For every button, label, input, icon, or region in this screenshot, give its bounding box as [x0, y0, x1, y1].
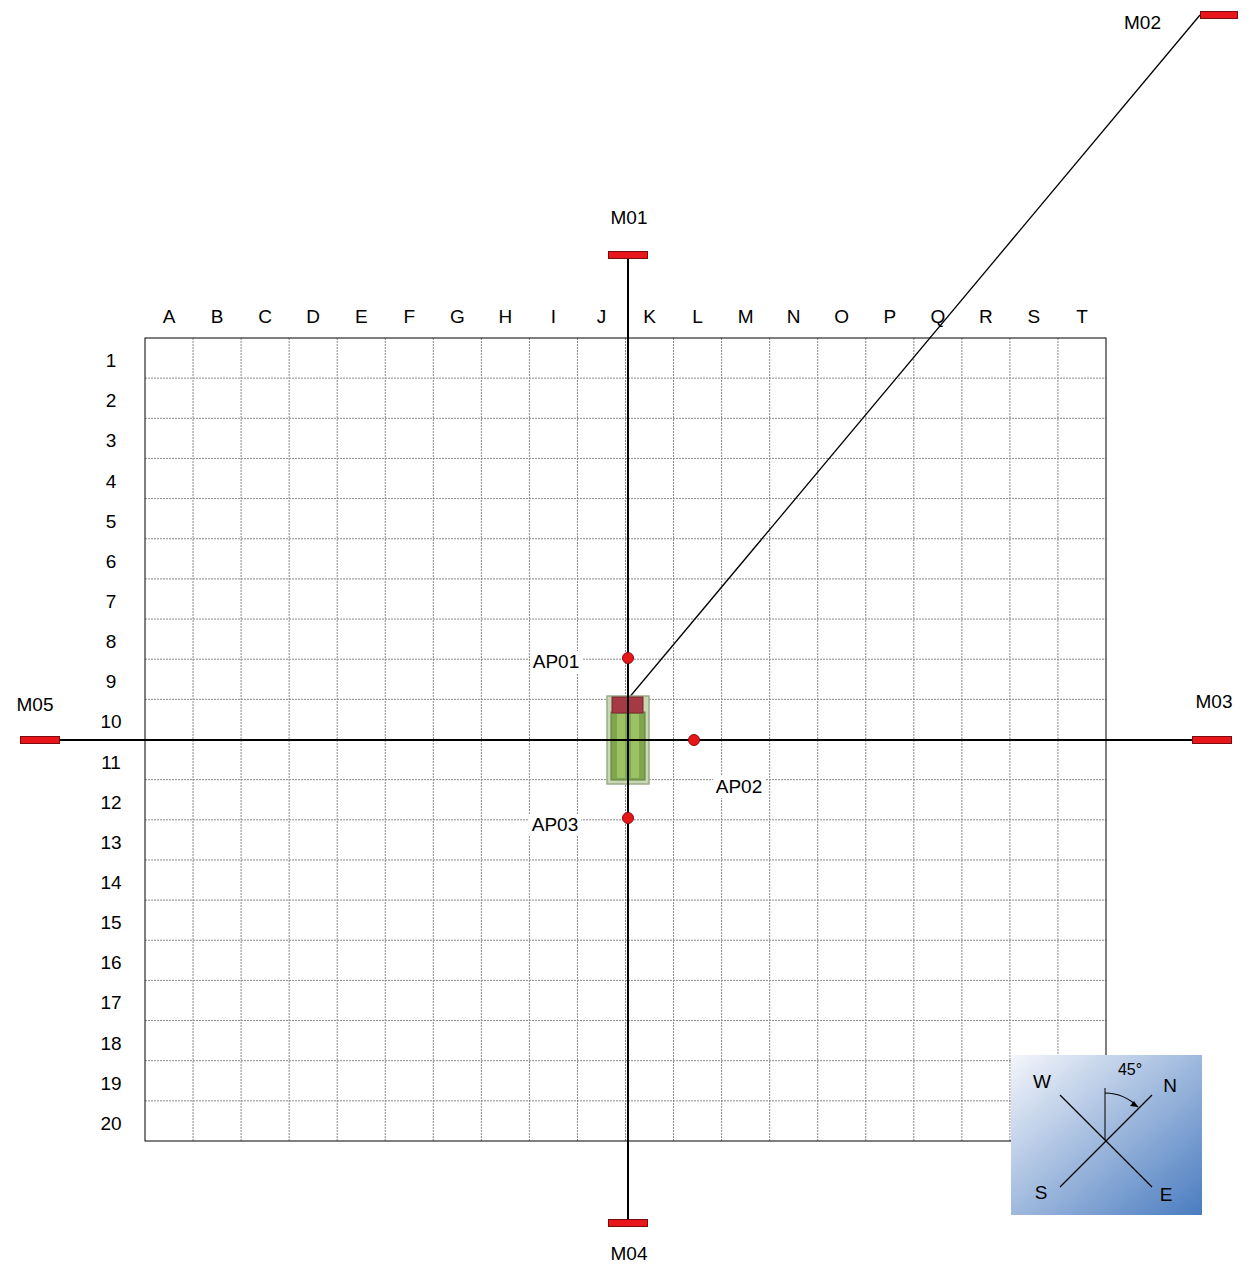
row-label: 4	[106, 471, 117, 493]
axis-line	[60, 740, 1192, 741]
row-label: 9	[106, 671, 117, 693]
marker-bar: M05	[20, 736, 60, 744]
column-label: L	[692, 306, 703, 328]
row-label: 12	[100, 792, 121, 814]
compass-label: 45°	[1118, 1061, 1142, 1079]
column-label: R	[979, 306, 993, 328]
compass-label: E	[1160, 1184, 1173, 1206]
access-point-dot: AP01	[622, 652, 634, 664]
marker-bar: M02	[1200, 11, 1238, 19]
marker-bar: M03	[1192, 736, 1232, 744]
column-label: H	[499, 306, 513, 328]
access-point-label: AP03	[529, 814, 581, 836]
column-label: Q	[930, 306, 945, 328]
column-label: N	[787, 306, 801, 328]
column-label: G	[450, 306, 465, 328]
row-label: 1	[106, 350, 117, 372]
marker-label: M05	[17, 694, 54, 716]
column-label: B	[211, 306, 224, 328]
column-label: S	[1028, 306, 1041, 328]
row-label: 13	[100, 832, 121, 854]
marker-bar: M04	[608, 1219, 648, 1227]
marker-label: M03	[1196, 691, 1233, 713]
row-label: 19	[100, 1073, 121, 1095]
column-label: M	[738, 306, 754, 328]
row-label: 16	[100, 952, 121, 974]
row-label: 14	[100, 872, 121, 894]
row-label: 6	[106, 551, 117, 573]
access-point-dot: AP03	[622, 812, 634, 824]
row-label: 10	[100, 711, 121, 733]
column-label: C	[258, 306, 272, 328]
marker-label: M02	[1124, 12, 1161, 34]
row-label: 17	[100, 992, 121, 1014]
column-label: D	[306, 306, 320, 328]
row-label: 20	[100, 1113, 121, 1135]
column-label: O	[834, 306, 849, 328]
column-label: K	[643, 306, 656, 328]
row-label: 8	[106, 631, 117, 653]
column-label: F	[403, 306, 415, 328]
row-label: 11	[101, 752, 121, 774]
row-label: 5	[106, 511, 117, 533]
column-label: A	[163, 306, 176, 328]
compass-label: N	[1163, 1075, 1177, 1097]
access-point-label: AP02	[713, 776, 765, 798]
row-label: 2	[106, 390, 117, 412]
row-label: 15	[100, 912, 121, 934]
column-label: I	[551, 306, 556, 328]
column-label: J	[597, 306, 607, 328]
access-point-label: AP01	[530, 651, 582, 673]
compass-rose	[1011, 1055, 1202, 1215]
column-label: E	[355, 306, 368, 328]
column-label: P	[883, 306, 896, 328]
marker-label: M04	[611, 1243, 648, 1265]
marker-label: M01	[611, 207, 648, 229]
access-point-dot: AP02	[688, 734, 700, 746]
row-label: 3	[106, 430, 117, 452]
row-label: 7	[106, 591, 117, 613]
leader-line	[628, 15, 1200, 699]
row-label: 18	[100, 1033, 121, 1055]
column-label: T	[1076, 306, 1088, 328]
marker-bar: M01	[608, 251, 648, 259]
compass-label: W	[1033, 1071, 1051, 1093]
compass-label: S	[1035, 1182, 1048, 1204]
